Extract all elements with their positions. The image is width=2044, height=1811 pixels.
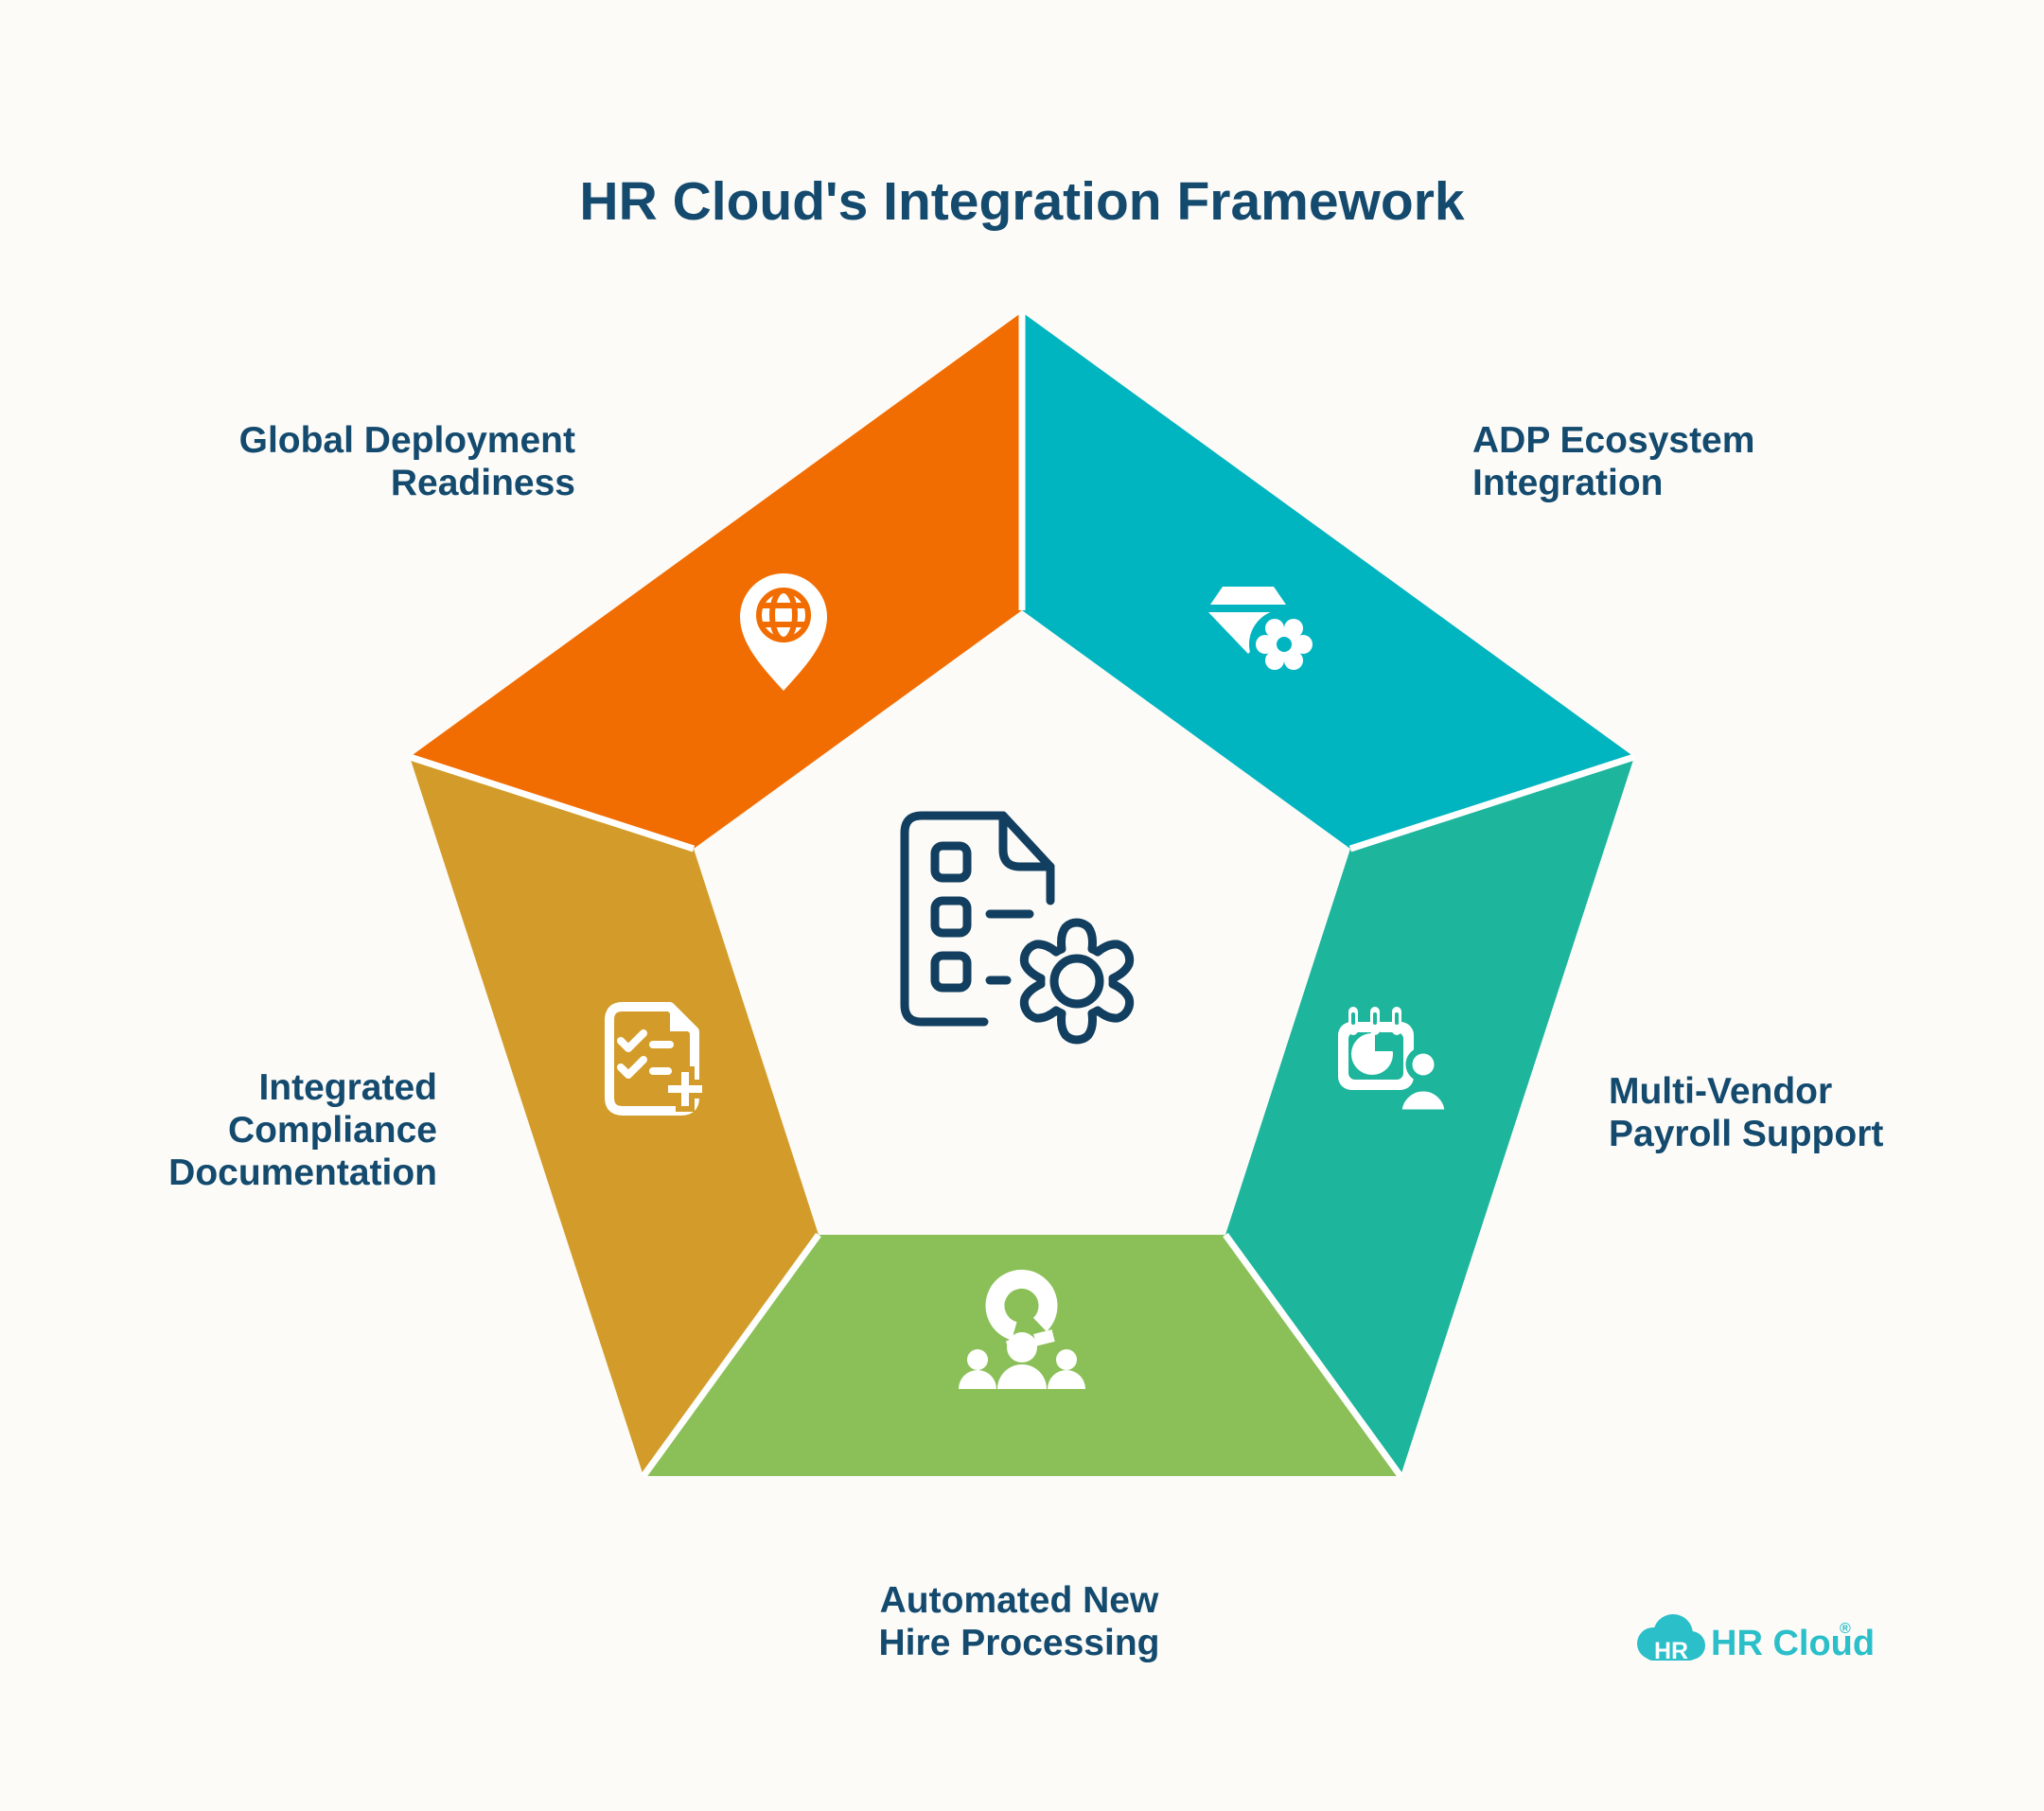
segment-multi-vendor-payroll-support: [1225, 757, 1634, 1476]
label-global-deployment-readiness: Global Deployment Readiness: [239, 419, 575, 504]
label-multi-vendor-payroll-support: Multi-Vendor Payroll Support: [1609, 1070, 1883, 1155]
label-line: Multi-Vendor: [1609, 1071, 1833, 1112]
label-line: Documentation: [168, 1152, 437, 1193]
label-adp-ecosystem-integration: ADP Ecosystem Integration: [1472, 419, 1754, 504]
segment-dividers: [408, 312, 1636, 1479]
label-line: Payroll Support: [1609, 1114, 1884, 1154]
label-line: Integrated: [258, 1067, 437, 1108]
plus-sign: [662, 1066, 708, 1112]
label-line: Automated New: [879, 1580, 1159, 1621]
globe-meridian: [769, 588, 798, 642]
check-mark: [617, 1029, 647, 1052]
segment-global-deployment-readiness: [410, 312, 1022, 849]
checkbox: [930, 951, 972, 993]
cloud-logo-icon: [1637, 1614, 1705, 1661]
person-shoulders: [1395, 1084, 1452, 1116]
diamond-top-facet: [1210, 587, 1286, 605]
calendar-rings: [1348, 1007, 1401, 1035]
label-line: Hire Processing: [878, 1623, 1160, 1663]
person-shoulders: [997, 1364, 1047, 1389]
segment-divider: [1223, 1232, 1403, 1479]
page-title: HR Cloud's Integration Framework: [579, 171, 1465, 233]
gear-hole: [1277, 637, 1292, 652]
registered-mark: ®: [1840, 1621, 1851, 1637]
check-mark: [617, 1056, 647, 1079]
segment-divider: [408, 753, 696, 853]
document-fold: [998, 811, 1055, 871]
segment-adp-ecosystem-integration: [1022, 312, 1634, 849]
document-gear-icon: [900, 811, 1135, 1045]
checkbox: [930, 841, 972, 883]
checkbox: [930, 896, 972, 938]
person-shoulders: [1048, 1370, 1085, 1389]
person-head: [1405, 1046, 1441, 1082]
gear-outline: [1019, 918, 1135, 1045]
logo-badge-text: HR: [1654, 1638, 1688, 1664]
segment-divider: [641, 1232, 821, 1479]
people-group: [959, 1332, 1085, 1389]
diamond-gear-icon: [1208, 587, 1319, 679]
label-line: Global Deployment: [238, 420, 575, 461]
label-line: Integration: [1472, 463, 1664, 503]
document-checklist-plus-icon: [605, 1002, 708, 1116]
document-outline: [900, 811, 1008, 1027]
person-shoulders: [959, 1370, 996, 1389]
globe-location-pin-icon: [740, 573, 827, 691]
label-automated-new-hire-processing: Automated New Hire Processing: [830, 1579, 1208, 1664]
person-head: [967, 1349, 988, 1370]
gear-hole: [1049, 954, 1104, 1009]
hr-cloud-logo: HR HR Cloud ®: [1637, 1614, 1875, 1664]
logo-brand-text: HR Cloud: [1711, 1624, 1875, 1663]
label-line: Compliance: [227, 1110, 437, 1151]
label-line: ADP Ecosystem: [1472, 420, 1755, 461]
segment-integrated-compliance-documentation: [410, 757, 819, 1476]
calendar-person-icon: [1338, 1007, 1452, 1116]
magnet-people-icon: [959, 1269, 1085, 1389]
segment-divider: [1348, 753, 1636, 853]
person-head: [1056, 1349, 1077, 1370]
label-line: Readiness: [390, 463, 575, 503]
document-fold-flap: [998, 811, 1055, 871]
pie-wedge: [1375, 1031, 1395, 1051]
document-fold: [670, 1007, 695, 1031]
person-head: [1007, 1332, 1037, 1363]
label-integrated-compliance-documentation: Integrated Compliance Documentation: [168, 1066, 437, 1194]
